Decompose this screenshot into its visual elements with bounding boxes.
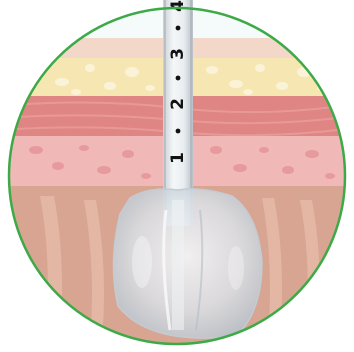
marking-3: 3 <box>168 48 188 60</box>
marking-dot-1 <box>176 129 181 134</box>
marking-2: 2 <box>168 98 188 110</box>
marking-dot-2 <box>176 76 181 81</box>
marking-4: 4 <box>168 0 188 12</box>
marking-1: 1 <box>168 152 188 164</box>
balloon <box>113 189 262 338</box>
marking-dot-3 <box>176 26 181 31</box>
